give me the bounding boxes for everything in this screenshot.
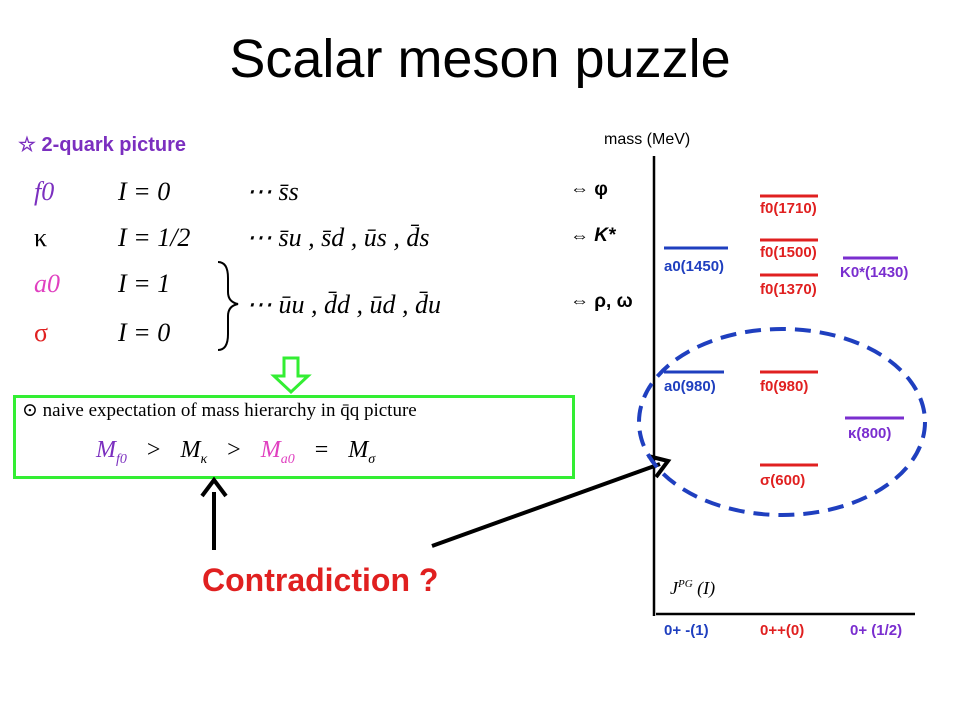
quark-picture-heading: ☆ 2-quark picture [18,132,186,157]
diagonal-arrow-line [431,462,661,548]
level-f0-1710: f0(1710) [760,200,817,217]
mass-kappa: Mκ [180,437,208,467]
mass-f0: Mf0 [96,437,127,467]
highlight-ellipse [637,327,927,517]
level-f0-1370: f0(1370) [760,281,817,298]
up-arrow-head [200,476,228,498]
level-f0-980: f0(980) [760,378,809,395]
content-f0: ⋯ s̄s [246,177,299,206]
expectation-line: ⊙ naive expectation of mass hierarchy in… [22,399,417,422]
isospin-sigma: I = 0 [118,318,171,347]
meson-f0: f0 [34,177,55,206]
contradiction-label: Contradiction ? [202,562,439,598]
mass-axis-label: mass (MeV) [604,131,691,148]
mass-sigma: Mσ [348,437,376,467]
level-k0-1430: K0*(1430) [840,264,909,281]
bullet-icon: ⊙ [22,400,38,421]
column-label-2: 0++(0) [760,622,805,639]
expectation-box [13,395,575,479]
level-a0-980: a0(980) [664,378,716,395]
isospin-f0: I = 0 [118,177,171,206]
expectation-text: naive expectation of mass hierarchy in q… [42,400,417,421]
level-f0-1500: f0(1500) [760,244,817,261]
star-icon: ☆ [18,134,36,156]
page-title: Scalar meson puzzle [229,29,731,89]
curly-brace [217,261,239,351]
meson-a0: a0 [34,269,60,298]
mass-a0: Ma0 [260,437,295,467]
partner-phi: ⇔ φ [570,179,608,200]
down-arrow-icon [270,356,312,395]
jpg-label: JPG (I) [670,578,716,598]
partner-rho-omega: ⇔ ρ, ω [570,291,633,312]
meson-kappa: κ [34,223,48,252]
content-a0-sigma: ⋯ ūu , d̄d , ūd , d̄u [246,290,441,319]
content-kappa: ⋯ s̄u , s̄d , ūs , d̄s [246,223,430,252]
partner-kstar: ⇔ K* [570,225,616,246]
column-label-3: 0+ (1/2) [850,622,903,639]
level-a0-1450: a0(1450) [664,258,725,275]
isospin-kappa: I = 1/2 [118,223,191,252]
level-kappa-800: κ(800) [848,425,892,442]
meson-sigma: σ [34,318,49,347]
mass-hierarchy: Mf0 > Mκ > Ma0 = Mσ [96,437,376,467]
column-label-1: 0+ -(1) [664,622,709,639]
isospin-a0: I = 1 [118,269,171,298]
level-sigma-600: σ(600) [760,472,806,489]
heading-text: 2-quark picture [41,134,186,156]
